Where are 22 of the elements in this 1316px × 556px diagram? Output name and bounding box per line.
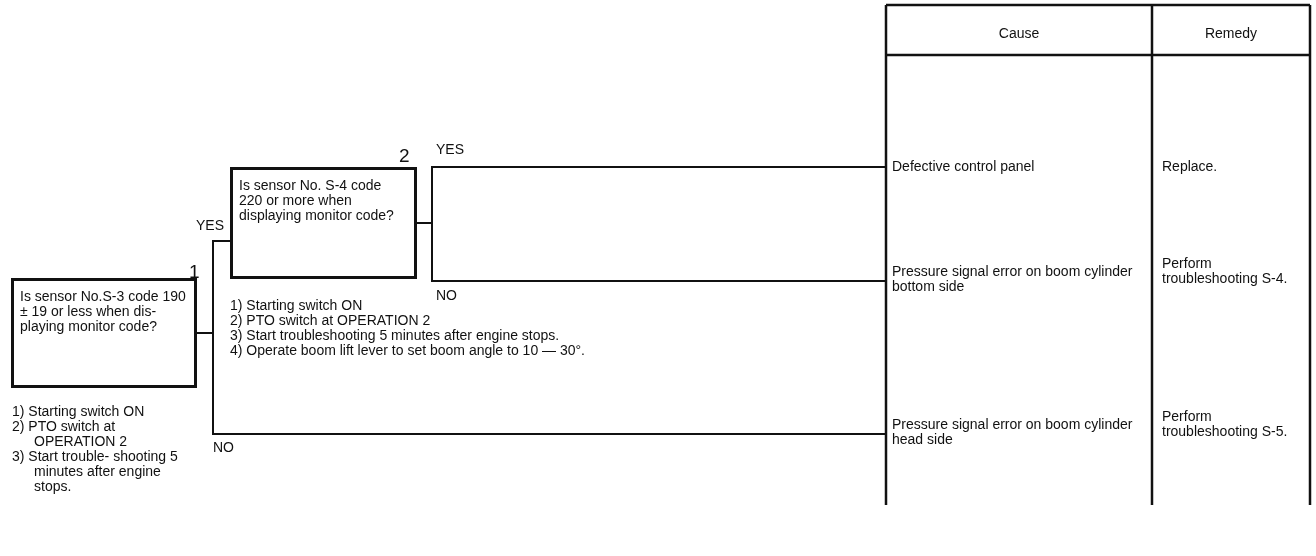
remedy-text: Replace.	[1162, 158, 1218, 174]
cause-text: Defective control panel	[892, 159, 1036, 174]
table-header: Remedy	[1204, 25, 1258, 41]
condition-text: 1) Starting switch ON	[12, 404, 146, 419]
edge-label: NO	[211, 440, 236, 455]
condition-text: 3) Start trouble- shooting 5 minutes after engine stops.	[12, 449, 179, 494]
table-header: Cause	[998, 25, 1040, 41]
edge-label: NO	[434, 288, 459, 303]
cause-text: Pressure signal error on boom cylinder bottom side	[892, 264, 1134, 294]
remedy-text: Perform troubleshooting S-5.	[1162, 408, 1288, 439]
decision-box: Is sensor No. S-4 code 220 or more when displaying monitor code?	[230, 167, 417, 279]
condition-text: 1) Starting switch ON	[230, 298, 364, 313]
decision-box: Is sensor No.S-3 code 190 ± 19 or less when dis- playing monitor code?	[11, 278, 197, 388]
cause-text: Pressure signal error on boom cylinder head side	[892, 417, 1134, 447]
condition-text: 3) Start troubleshooting 5 minutes after engine stops.	[230, 328, 561, 343]
step-number: 2	[399, 146, 410, 166]
condition-text: 4) Operate boom lift lever to set boom angle to 10 — 30°.	[230, 343, 586, 358]
edge-label: YES	[194, 218, 226, 233]
remedy-text: Perform troubleshooting S-4.	[1162, 255, 1288, 286]
edge-label: YES	[434, 142, 466, 157]
condition-text: 2) PTO switch at OPERATION 2	[230, 313, 432, 328]
condition-text: 2) PTO switch at OPERATION 2	[12, 419, 129, 449]
